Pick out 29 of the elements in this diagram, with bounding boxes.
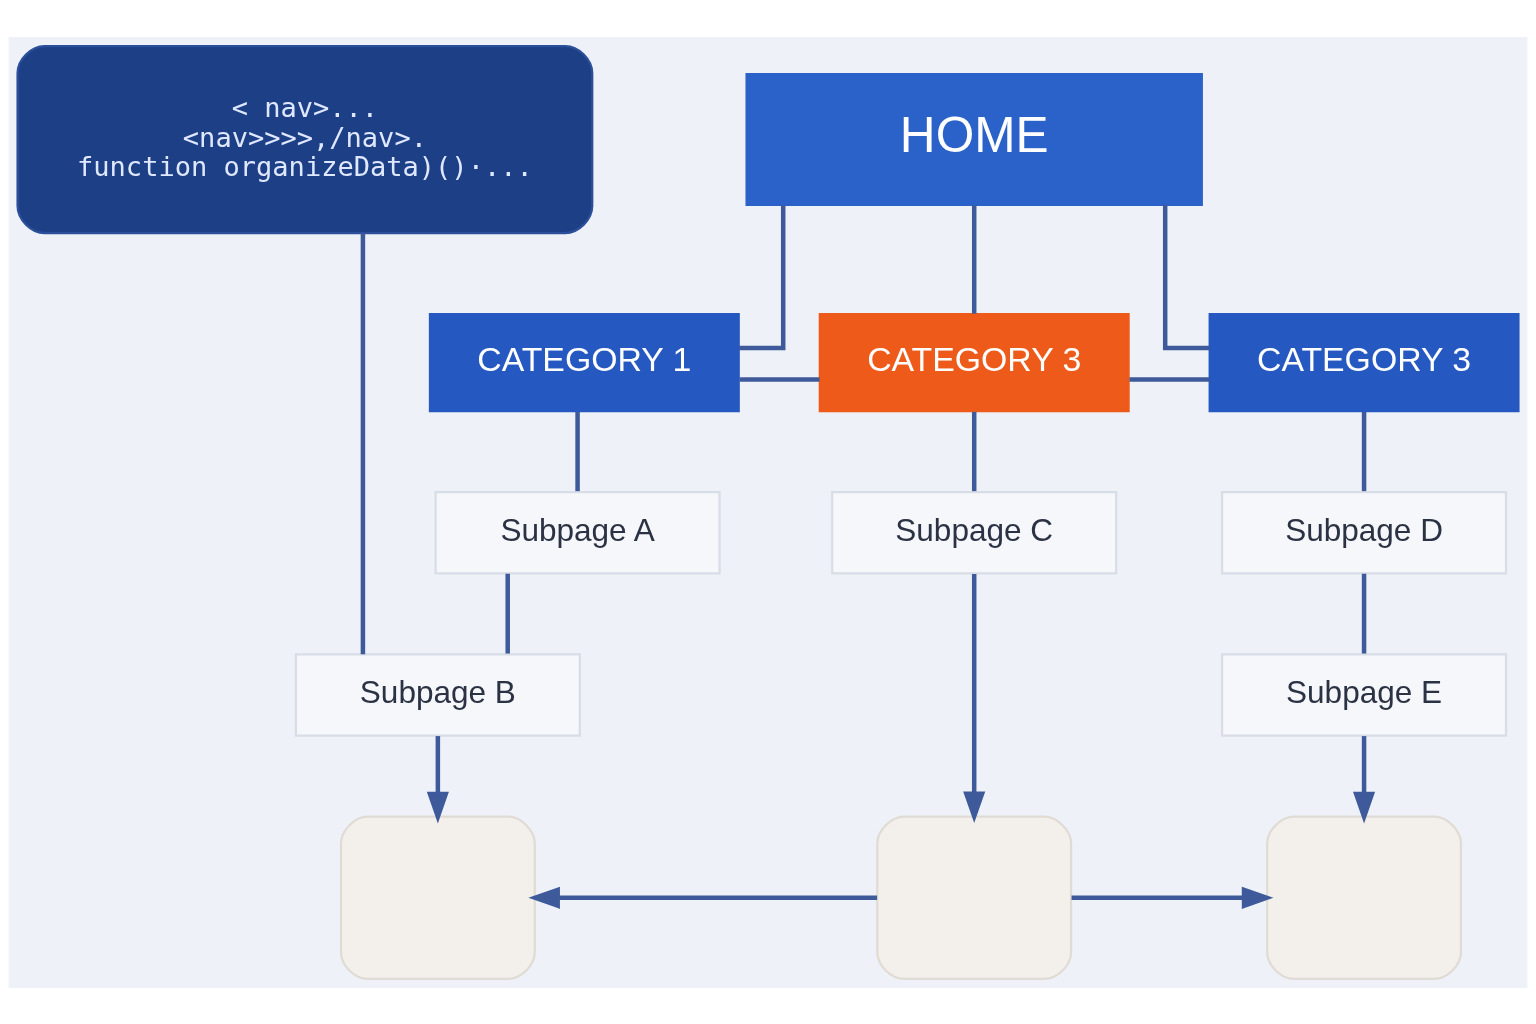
- node-box: CATEGORY 3: [818, 312, 1130, 412]
- arrow: [1071, 886, 1274, 909]
- node-box: Subpage B: [294, 652, 581, 737]
- connector: [1162, 204, 1210, 350]
- node-box: Subpage E: [1220, 652, 1508, 737]
- connector: [739, 204, 786, 350]
- connector: [971, 411, 977, 491]
- connector: [971, 204, 977, 314]
- arrow: [963, 573, 986, 823]
- connector: [360, 232, 366, 654]
- connector: [1129, 376, 1210, 382]
- node-box: < nav>... <nav>>>>,/nav>. function organizeData)()·...: [16, 44, 594, 234]
- connector: [505, 573, 510, 654]
- connector: [739, 376, 820, 382]
- node-box: CATEGORY 3: [1208, 312, 1520, 412]
- connector: [575, 411, 580, 491]
- arrow: [1353, 735, 1376, 823]
- node-box: HOME: [745, 72, 1203, 206]
- connector: [1361, 411, 1367, 491]
- arrow: [528, 886, 878, 909]
- node-box: [876, 815, 1073, 980]
- node-box: Subpage A: [434, 490, 721, 574]
- arrow: [426, 735, 449, 823]
- node-box: Subpage C: [831, 490, 1118, 574]
- node-box: CATEGORY 1: [428, 312, 740, 412]
- node-box: [339, 815, 536, 980]
- connector: [1361, 573, 1367, 654]
- node-box: Subpage D: [1220, 490, 1508, 574]
- node-box: [1266, 815, 1463, 980]
